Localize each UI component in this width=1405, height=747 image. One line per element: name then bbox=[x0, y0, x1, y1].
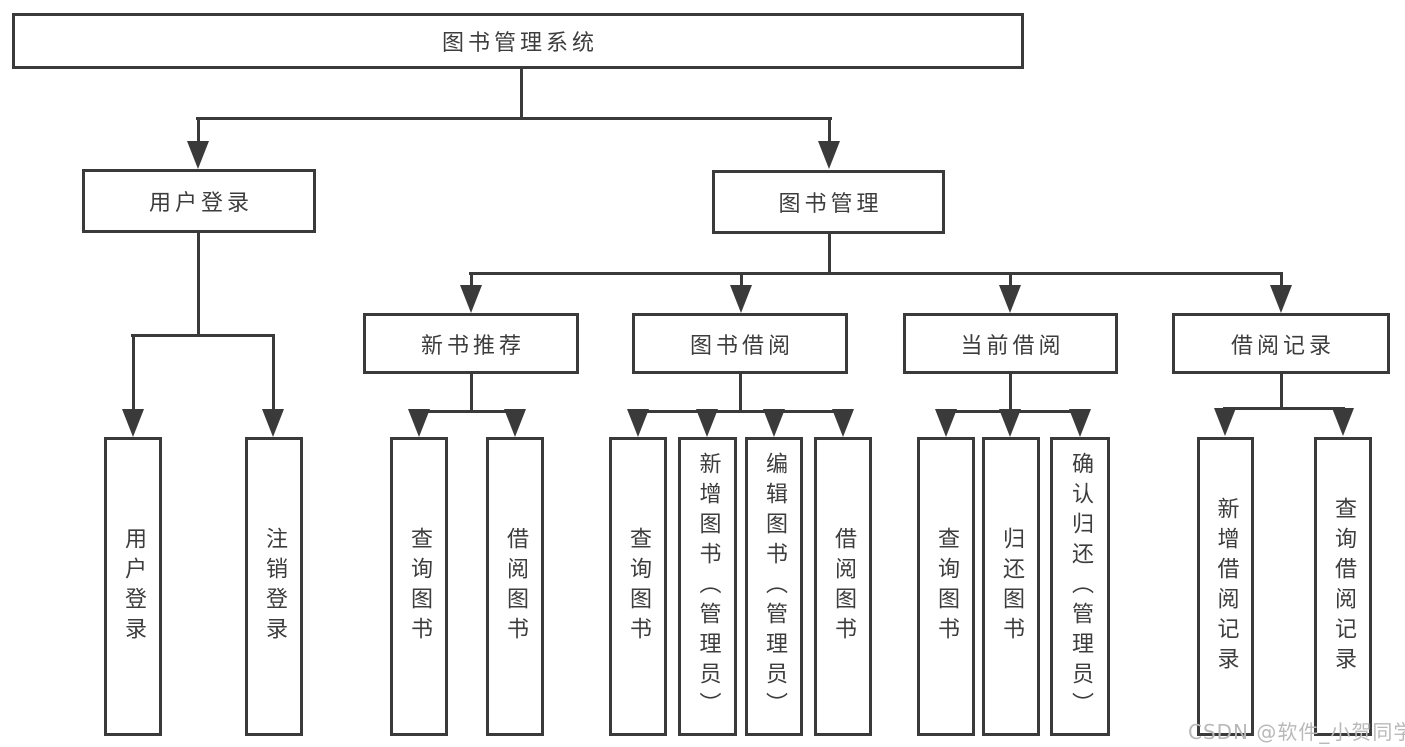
leaf-borrow-add-label: 新增图书（管理员） bbox=[695, 451, 721, 722]
arrow-down-icon bbox=[935, 409, 957, 437]
connector-line bbox=[1280, 272, 1283, 287]
connector-line bbox=[470, 272, 473, 287]
leaf-logout: 注销登录 bbox=[245, 437, 303, 736]
node-new-book-label: 新书推荐 bbox=[420, 333, 525, 359]
leaf-record-query: 查询借阅记录 bbox=[1314, 437, 1372, 736]
leaf-current-return-label: 归还图书 bbox=[999, 526, 1024, 647]
leaf-borrow-query: 查询图书 bbox=[609, 437, 667, 736]
leaf-newbook-borrow: 借阅图书 bbox=[486, 437, 544, 736]
arrow-down-icon bbox=[408, 409, 430, 437]
leaf-current-confirm: 确认归还（管理员） bbox=[1050, 437, 1110, 736]
leaf-borrow-query-label: 查询图书 bbox=[626, 526, 651, 647]
node-book-mgmt: 图书管理 bbox=[712, 170, 945, 234]
node-root-label: 图书管理系统 bbox=[441, 31, 598, 56]
node-new-book: 新书推荐 bbox=[363, 313, 579, 374]
leaf-borrow-borrow: 借阅图书 bbox=[814, 437, 872, 736]
connector-line bbox=[197, 117, 200, 144]
arrow-down-icon bbox=[763, 409, 785, 437]
connector-line bbox=[1009, 374, 1012, 411]
connector-line bbox=[196, 117, 832, 120]
arrow-down-icon bbox=[818, 141, 840, 169]
arrow-down-icon bbox=[1332, 408, 1354, 436]
leaf-record-add-label: 新增借阅记录 bbox=[1213, 496, 1239, 677]
connector-line bbox=[739, 374, 742, 411]
node-user-login: 用户登录 bbox=[82, 169, 316, 233]
leaf-current-confirm-label: 确认归还（管理员） bbox=[1068, 451, 1093, 722]
connector-line bbox=[132, 334, 135, 410]
leaf-borrow-edit: 编辑图书（管理员） bbox=[745, 437, 803, 736]
connector-line bbox=[470, 374, 473, 411]
node-book-borrow: 图书借阅 bbox=[632, 313, 848, 374]
leaf-user-login-label: 用户登录 bbox=[121, 526, 146, 647]
arrow-down-icon bbox=[999, 409, 1021, 437]
leaf-current-return: 归还图书 bbox=[982, 437, 1040, 736]
node-root: 图书管理系统 bbox=[12, 13, 1024, 69]
node-book-borrow-label: 图书借阅 bbox=[689, 333, 794, 359]
arrow-down-icon bbox=[1069, 409, 1091, 437]
leaf-newbook-query: 查询图书 bbox=[390, 437, 448, 736]
leaf-user-login: 用户登录 bbox=[104, 437, 162, 736]
leaf-record-query-label: 查询借阅记录 bbox=[1331, 496, 1356, 677]
connector-line bbox=[636, 410, 845, 413]
arrow-down-icon bbox=[262, 409, 284, 437]
arrow-down-icon bbox=[696, 409, 718, 437]
leaf-newbook-borrow-label: 借阅图书 bbox=[503, 526, 528, 647]
leaf-logout-label: 注销登录 bbox=[262, 526, 287, 647]
leaf-current-query-label: 查询图书 bbox=[934, 526, 959, 647]
connector-line bbox=[1009, 272, 1012, 287]
arrow-down-icon bbox=[504, 409, 526, 437]
arrow-down-icon bbox=[1214, 408, 1236, 436]
arrow-down-icon bbox=[187, 141, 209, 169]
leaf-borrow-edit-label: 编辑图书（管理员） bbox=[762, 451, 787, 722]
node-current-borrow-label: 当前借阅 bbox=[960, 333, 1065, 359]
leaf-current-query: 查询图书 bbox=[917, 437, 975, 736]
connector-line bbox=[131, 334, 275, 337]
watermark: CSDN @软件_小贺同学 bbox=[1188, 720, 1405, 744]
arrow-down-icon bbox=[627, 409, 649, 437]
leaf-record-add: 新增借阅记录 bbox=[1197, 437, 1254, 736]
node-borrow-record-label: 借阅记录 bbox=[1230, 333, 1335, 359]
arrow-down-icon bbox=[122, 409, 144, 437]
node-user-login-label: 用户登录 bbox=[148, 191, 253, 216]
arrow-down-icon bbox=[730, 285, 752, 313]
leaf-borrow-add: 新增图书（管理员） bbox=[678, 437, 737, 736]
arrow-down-icon bbox=[1270, 285, 1292, 313]
connector-line bbox=[197, 233, 200, 335]
connector-line bbox=[469, 272, 1283, 275]
leaf-borrow-borrow-label: 借阅图书 bbox=[831, 526, 856, 647]
node-borrow-record: 借阅记录 bbox=[1172, 313, 1390, 374]
connector-line bbox=[417, 410, 517, 413]
arrow-down-icon bbox=[999, 285, 1021, 313]
connector-line bbox=[520, 68, 523, 118]
arrow-down-icon bbox=[460, 285, 482, 313]
connector-line bbox=[1223, 407, 1345, 410]
connector-line bbox=[1280, 374, 1283, 408]
leaf-newbook-query-label: 查询图书 bbox=[407, 526, 432, 647]
node-book-mgmt-label: 图书管理 bbox=[778, 192, 883, 217]
connector-line bbox=[828, 234, 831, 273]
connector-line bbox=[272, 334, 275, 410]
connector-line bbox=[740, 272, 743, 287]
arrow-down-icon bbox=[832, 409, 854, 437]
node-current-borrow: 当前借阅 bbox=[903, 313, 1118, 374]
connector-line bbox=[828, 117, 831, 144]
